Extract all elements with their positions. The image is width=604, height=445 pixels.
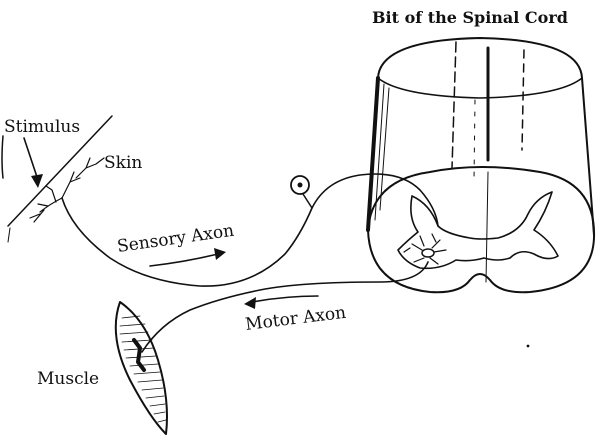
label-skin: Skin (104, 153, 142, 173)
spinal-cord-right-edge (582, 78, 594, 235)
spinal-cord-block (368, 38, 594, 292)
spinal-cord-top-surface (378, 38, 582, 78)
label-motor-axon: Motor Axon (244, 303, 347, 335)
dorsal-root-ganglion (291, 176, 312, 208)
ink-dot (527, 345, 530, 348)
stimulus-arrow (24, 138, 43, 188)
spinal-cord-cross-section (368, 167, 594, 292)
muscle (116, 302, 167, 434)
label-stimulus: Stimulus (4, 117, 80, 137)
gray-matter (398, 192, 558, 268)
label-spinal-cord: Bit of the Spinal Cord (372, 8, 568, 27)
label-muscle: Muscle (37, 369, 99, 389)
